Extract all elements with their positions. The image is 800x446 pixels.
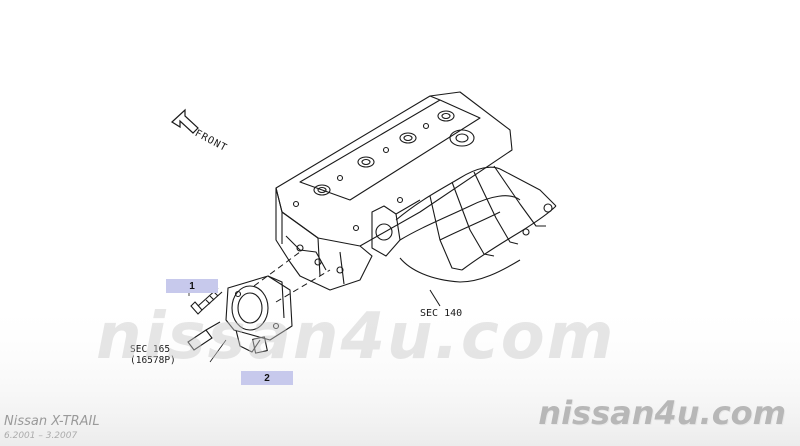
watermark-center: nissan4u.com — [96, 300, 616, 374]
section-165-part-label: (16578P) — [130, 355, 176, 366]
callout-1[interactable]: 1 — [166, 279, 218, 293]
watermark-corner: nissan4u.com — [538, 394, 786, 432]
section-165-label: SEC 165 — [130, 344, 171, 355]
front-arrow-icon — [171, 108, 199, 134]
cylinder-head — [275, 91, 513, 291]
section-140-label: SEC 140 — [420, 308, 463, 319]
intake-manifold — [371, 165, 557, 283]
throttle-body — [225, 275, 293, 354]
throttle-position-sensor — [187, 321, 221, 351]
production-years: 6.2001 – 3.2007 — [4, 431, 78, 441]
vehicle-model: Nissan X-TRAIL — [4, 414, 100, 429]
callout-2[interactable]: 2 — [241, 371, 293, 385]
